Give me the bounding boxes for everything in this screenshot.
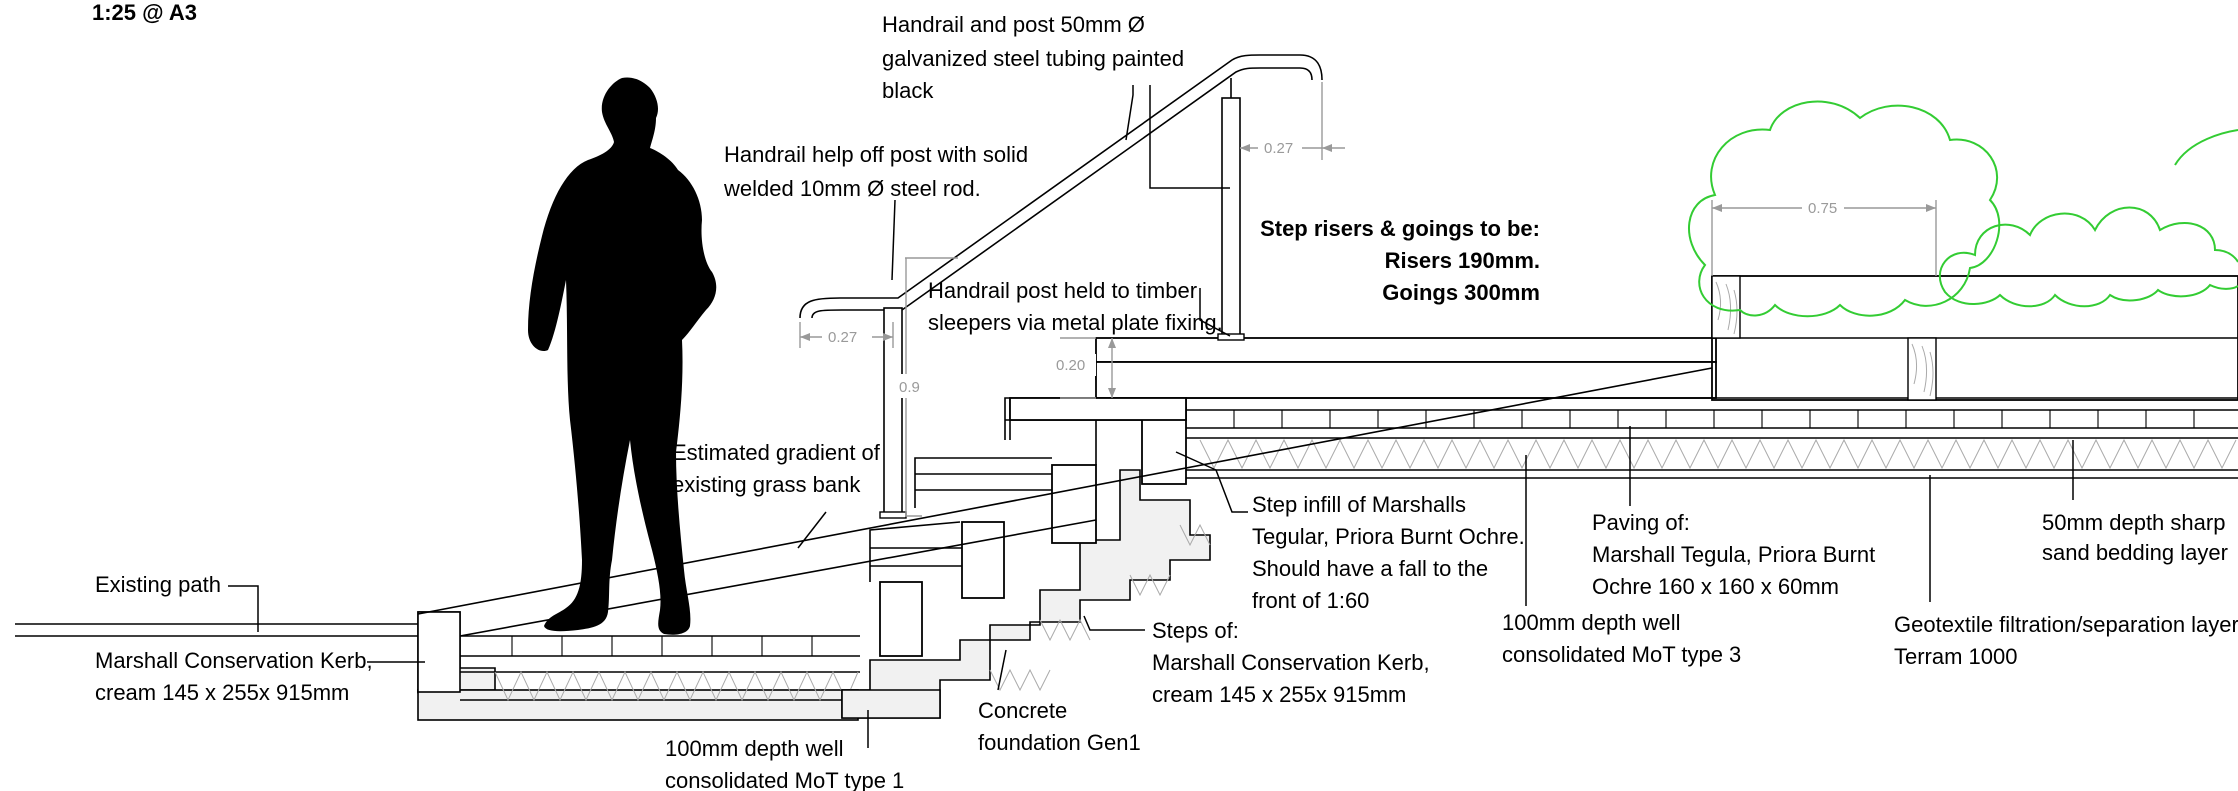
dim-step-rise: 0.20 (1056, 357, 1085, 374)
svg-text:cream 145 x 255x 915mm: cream 145 x 255x 915mm (1152, 682, 1406, 707)
step-spec-risers: Risers 190mm. (1385, 248, 1540, 273)
svg-text:front of 1:60: front of 1:60 (1252, 588, 1369, 613)
label-gradient: Estimated gradient of existing grass ban… (672, 440, 881, 497)
svg-text:consolidated MoT type 1: consolidated MoT type 1 (665, 768, 904, 791)
existing-path (15, 623, 420, 637)
svg-text:sleepers via metal plate fixin: sleepers via metal plate fixing. (928, 310, 1223, 335)
dim-post-height: 0.9 (899, 379, 920, 396)
upper-platform (1009, 337, 2238, 479)
svg-text:Steps of:: Steps of: (1152, 618, 1239, 643)
svg-text:galvanized steel tubing painte: galvanized steel tubing painted (882, 46, 1184, 71)
svg-text:cream 145 x 255x 915mm: cream 145 x 255x 915mm (95, 680, 349, 705)
label-infill: Step infill of Marshalls Tegular, Priora… (1252, 492, 1525, 613)
label-existing-path: Existing path (95, 572, 221, 597)
svg-text:consolidated MoT type 3: consolidated MoT type 3 (1502, 642, 1741, 667)
svg-text:50mm depth sharp: 50mm depth sharp (2042, 510, 2225, 535)
svg-text:black: black (882, 78, 934, 103)
svg-text:foundation Gen1: foundation Gen1 (978, 730, 1141, 755)
svg-text:Marshall Tegula, Priora Burnt: Marshall Tegula, Priora Burnt (1592, 542, 1875, 567)
step-spec-title: Step risers & goings to be: (1260, 216, 1540, 241)
svg-text:Marshall Conservation Kerb,: Marshall Conservation Kerb, (1152, 650, 1430, 675)
svg-text:Existing path: Existing path (95, 572, 221, 597)
left-kerb (417, 611, 859, 721)
svg-text:Terram 1000: Terram 1000 (1894, 644, 2018, 669)
handrail (799, 54, 1323, 519)
label-steps: Steps of: Marshall Conservation Kerb, cr… (1152, 618, 1430, 707)
svg-text:Ochre 160 x 160 x 60mm: Ochre 160 x 160 x 60mm (1592, 574, 1839, 599)
svg-text:Handrail post held to timber: Handrail post held to timber (928, 278, 1197, 303)
raised-planter (1711, 275, 2238, 401)
step-spec-goings: Goings 300mm (1382, 280, 1540, 305)
svg-text:welded 10mm Ø steel rod.: welded 10mm Ø steel rod. (723, 176, 981, 201)
lower-paving (460, 635, 860, 702)
grass-bank-gradient (417, 367, 1713, 615)
shrub-icon (1688, 100, 2238, 318)
svg-text:Should have a fall to the: Should have a fall to the (1252, 556, 1488, 581)
svg-text:Marshall Conservation Kerb,: Marshall Conservation Kerb, (95, 648, 373, 673)
dim-handrail-left: 0.27 (828, 329, 857, 346)
walking-person-icon (528, 77, 717, 635)
svg-text:Handrail help off post with so: Handrail help off post with solid (724, 142, 1028, 167)
scale-label: 1:25 @ A3 (92, 0, 197, 25)
svg-text:100mm depth well: 100mm depth well (665, 736, 844, 761)
svg-text:Handrail and post 50mm Ø: Handrail and post 50mm Ø (882, 12, 1145, 37)
label-post-fixing: Handrail post held to timber sleepers vi… (928, 278, 1223, 335)
svg-text:Tegular, Priora Burnt Ochre.: Tegular, Priora Burnt Ochre. (1252, 524, 1525, 549)
svg-text:100mm depth well: 100mm depth well (1502, 610, 1681, 635)
svg-text:Paving of:: Paving of: (1592, 510, 1690, 535)
svg-text:Geotextile filtration/separati: Geotextile filtration/separation layer (1894, 612, 2238, 637)
svg-text:Step infill of Marshalls: Step infill of Marshalls (1252, 492, 1466, 517)
svg-text:Estimated gradient of: Estimated gradient of (672, 440, 881, 465)
label-kerb-left: Marshall Conservation Kerb, cream 145 x … (95, 648, 373, 705)
dim-planter-width: 0.75 (1808, 200, 1837, 217)
svg-text:sand bedding layer: sand bedding layer (2042, 540, 2228, 565)
label-handrail-help: Handrail help off post with solid welded… (723, 142, 1028, 201)
svg-text:Concrete: Concrete (978, 698, 1067, 723)
leader-lines (228, 85, 2074, 748)
dim-handrail-right: 0.27 (1264, 140, 1293, 157)
label-handrail-post: Handrail and post 50mm Ø galvanized stee… (882, 12, 1184, 103)
label-concrete: Concrete foundation Gen1 (978, 698, 1141, 755)
label-paving: Paving of: Marshall Tegula, Priora Burnt… (1592, 510, 1875, 599)
svg-text:existing grass bank: existing grass bank (672, 472, 861, 497)
label-sand: 50mm depth sharp sand bedding layer (2042, 510, 2228, 565)
label-geotextile: Geotextile filtration/separation layer T… (1894, 612, 2238, 669)
label-mot3: 100mm depth well consolidated MoT type 3 (1502, 610, 1741, 667)
dimension-arrows (800, 144, 1936, 398)
label-mot1: 100mm depth well consolidated MoT type 1 (665, 736, 904, 791)
